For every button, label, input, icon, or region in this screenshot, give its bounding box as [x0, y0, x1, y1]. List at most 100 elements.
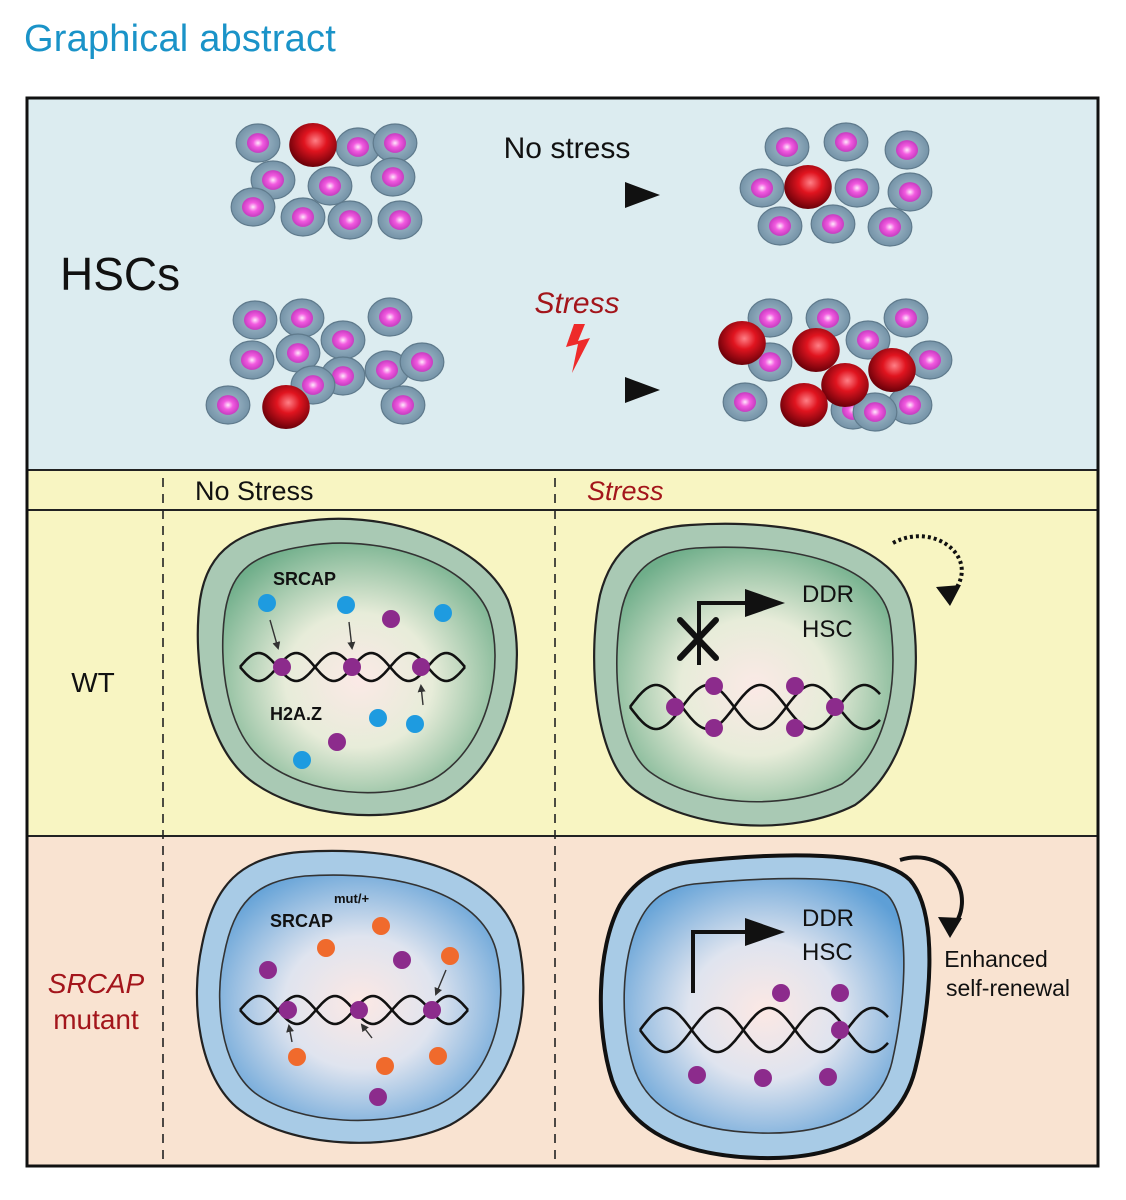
h2az-dot [259, 961, 277, 979]
srcap-mutant-dot [376, 1057, 394, 1075]
enhanced-label: Enhanced [944, 946, 1048, 972]
wt-stress-chromatin [628, 677, 881, 737]
binding-arrow [360, 1023, 373, 1039]
hsc-cell [722, 382, 768, 422]
h2az-dot [754, 1069, 772, 1087]
activated-hsc-cell [289, 123, 337, 167]
h2az-dot [393, 951, 411, 969]
h2az-dot [705, 719, 723, 737]
h2az-dot [819, 1068, 837, 1086]
srcap-dot [406, 715, 424, 733]
h2az-dot [786, 719, 804, 737]
ddr-label-wt: DDR [802, 581, 854, 608]
hsc-cell [739, 168, 785, 208]
srcap-dot [258, 594, 276, 612]
hsc-cell [823, 122, 869, 162]
activated-hsc-cell [784, 165, 832, 209]
h2az-dot [369, 1088, 387, 1106]
gene-promoter-arrow-mutant [691, 930, 748, 993]
h2az-dot [350, 1001, 368, 1019]
srcap-mutant-dot [429, 1047, 447, 1065]
hsc-cell [229, 340, 275, 380]
hsc-cell [764, 127, 810, 167]
hsc-cell [887, 385, 933, 425]
arrow-stress-head [625, 377, 660, 403]
activated-hsc-cell [868, 348, 916, 392]
self-renewal-dashed-arrow [892, 534, 964, 598]
hsc-cell [327, 200, 373, 240]
hsc-cell [399, 342, 445, 382]
activated-hsc-cell [792, 328, 840, 372]
gene-promoter-arrow-head-wt [745, 589, 785, 617]
h2az-dot [666, 698, 684, 716]
hsc-cell [805, 298, 851, 338]
mutant-no-stress-cell [195, 849, 525, 1144]
h2az-dot [688, 1066, 706, 1084]
column-header-no-stress: No Stress [195, 476, 314, 506]
arrow-no-stress-head [625, 182, 660, 208]
blocked-transcription-x-icon [677, 617, 719, 661]
h2az-dot [382, 610, 400, 628]
mutant-stress-cell [598, 853, 932, 1161]
hsc-cell [307, 166, 353, 206]
h2az-dot [279, 1001, 297, 1019]
arrow-no-stress-label: No stress [504, 132, 631, 165]
h2az-label: H2A.Z [270, 704, 322, 724]
hsc-cell [377, 200, 423, 240]
hsc-cell [757, 206, 803, 246]
h2az-dot [826, 698, 844, 716]
h2az-dot [786, 677, 804, 695]
hsc-cell [883, 298, 929, 338]
hsc-cell [884, 130, 930, 170]
hsc-cell [235, 123, 281, 163]
hscs-label: HSCs [60, 248, 180, 300]
hsc-cell [810, 204, 856, 244]
hsc-cell [747, 298, 793, 338]
srcap-mutant-dot [372, 917, 390, 935]
binding-arrow [434, 969, 447, 996]
mutant-row-background [27, 836, 1098, 1166]
binding-arrow [269, 619, 281, 650]
h2az-dot [423, 1001, 441, 1019]
srcap-dot [337, 596, 355, 614]
hsc-cell [280, 197, 326, 237]
hsc-label-wt: HSC [802, 616, 853, 643]
hsc-cell [367, 297, 413, 337]
ddr-label-mutant: DDR [802, 905, 854, 932]
outer-frame [25, 96, 1100, 1168]
column-header-stress: Stress [587, 476, 664, 506]
hsc-cell [852, 392, 898, 432]
hsc-cell [845, 320, 891, 360]
h2az-dot [772, 984, 790, 1002]
hsc-cell [230, 187, 276, 227]
hsc-cell [275, 333, 321, 373]
h2az-dot [412, 658, 430, 676]
hsc-cell [370, 157, 416, 197]
activated-hsc-cell [780, 383, 828, 427]
hsc-cell [907, 340, 953, 380]
gene-promoter-arrow-head-mutant [745, 918, 785, 946]
activated-hsc-cell [718, 321, 766, 365]
activated-hsc-cell [821, 363, 869, 407]
hsc-cell [232, 300, 278, 340]
mutant-no-stress-chromatin [239, 917, 469, 1106]
srcap-mutant-dot [441, 947, 459, 965]
h2az-dot [328, 733, 346, 751]
srcap-dot [434, 604, 452, 622]
wt-row-background [27, 510, 1098, 836]
self-renewal-arrow-head [938, 917, 962, 938]
h2az-dot [705, 677, 723, 695]
wt-no-stress-chromatin [239, 594, 466, 769]
row-label-srcap: SRCAP [48, 968, 145, 999]
binding-arrow [286, 1024, 295, 1043]
binding-arrow [417, 684, 426, 706]
row-label-wt: WT [71, 667, 115, 698]
h2az-dot [343, 658, 361, 676]
page-title: Graphical abstract [24, 18, 336, 60]
hsc-cell [205, 385, 251, 425]
activated-hsc-cell [262, 385, 310, 429]
self-renewal-label: self-renewal [946, 975, 1070, 1001]
hsc-cell [372, 123, 418, 163]
column-header-row [27, 470, 1098, 510]
